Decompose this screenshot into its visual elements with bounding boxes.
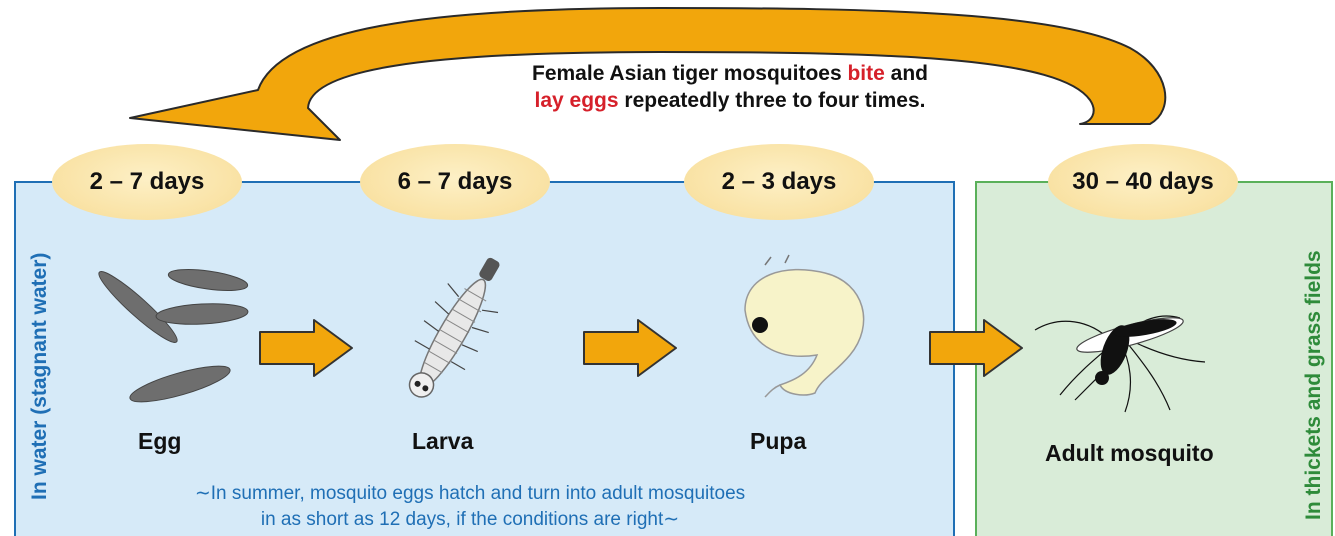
stage-label-egg: Egg [138,428,181,455]
repeat-caption: Female Asian tiger mosquitoes bite and l… [420,60,1040,114]
arrow-right-icon [582,318,678,378]
mosquito-icon [1030,300,1210,415]
arrow-right-icon [928,318,1024,378]
stage-label-pupa: Pupa [750,428,806,455]
egg-icon [80,262,270,412]
larva-icon [385,250,525,420]
field-side-label: In thickets and grass fields [1302,250,1326,520]
water-side-label: In water (stagnant water) [28,253,52,500]
stage-label-larva: Larva [412,428,473,455]
summer-note: ∼In summer, mosquito eggs hatch and turn… [60,481,880,533]
stage-label-adult: Adult mosquito [1045,440,1214,467]
duration-egg: 2 – 7 days [52,144,242,220]
duration-larva: 6 – 7 days [360,144,550,220]
pupa-icon [725,255,885,405]
duration-adult: 30 – 40 days [1048,144,1238,220]
duration-pupa: 2 – 3 days [684,144,874,220]
arrow-right-icon [258,318,354,378]
